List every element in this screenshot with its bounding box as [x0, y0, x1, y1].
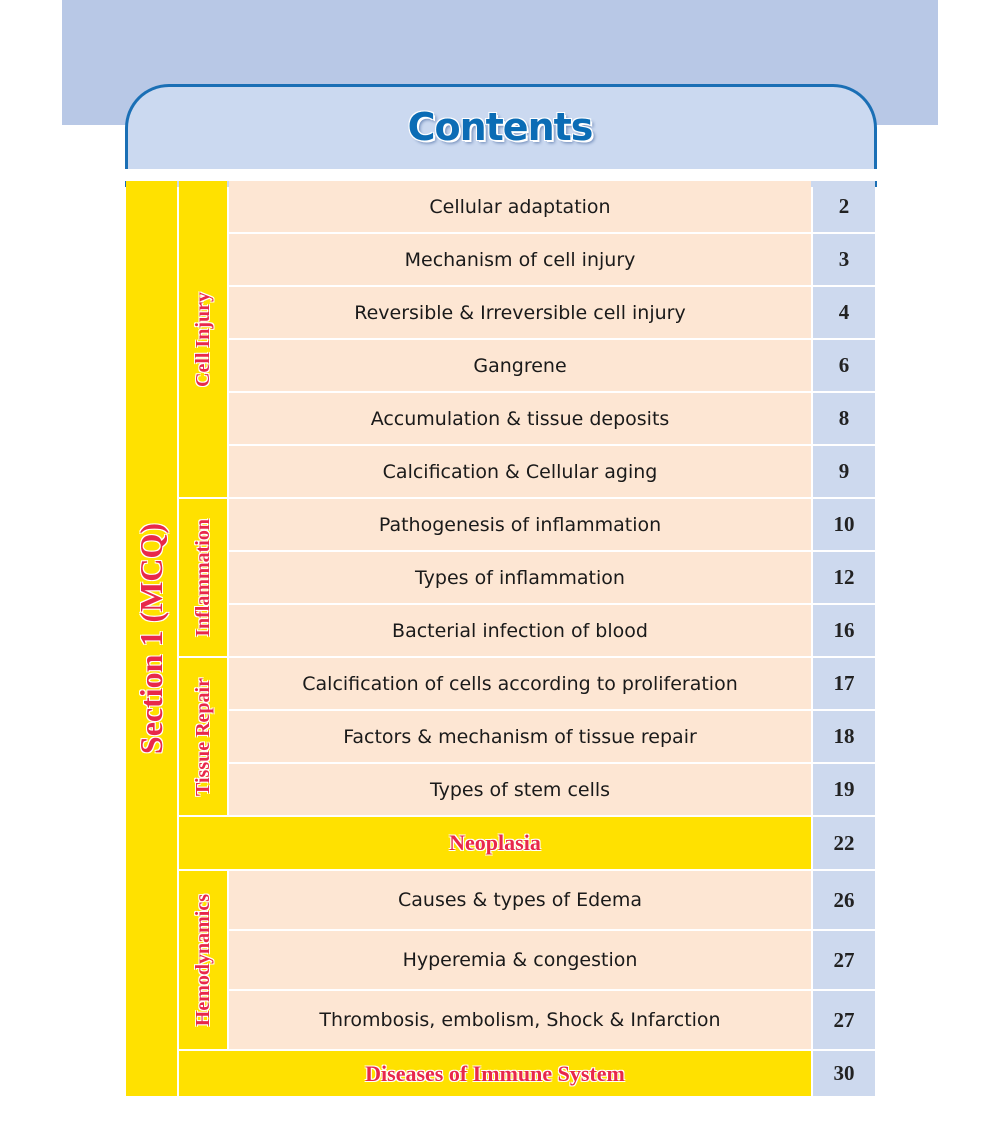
- section-heading-row-text: Neoplasia: [449, 830, 541, 855]
- page-number: 9: [813, 446, 875, 497]
- toc-entry-text: Causes & types of Edema: [398, 889, 642, 911]
- toc-entry[interactable]: Calcification & Cellular aging: [229, 446, 811, 497]
- page-number: 19: [813, 764, 875, 815]
- page-number: 16: [813, 605, 875, 656]
- toc-entry-text: Pathogenesis of inflammation: [378, 513, 662, 536]
- page-number: 10: [813, 499, 875, 550]
- page-number: 17: [813, 658, 875, 709]
- group-label-text: Hemodynamics: [191, 893, 214, 1027]
- page-number-text: 27: [833, 947, 855, 972]
- toc-entry-text: Thrombosis, embolism, Shock & Infarction: [319, 1009, 721, 1031]
- toc-entry[interactable]: Types of inflammation: [229, 552, 811, 603]
- page-number-text: 12: [833, 565, 855, 589]
- toc-entry-text: Cellular adaptation: [429, 195, 611, 218]
- section-heading-row[interactable]: Neoplasia: [179, 817, 811, 869]
- page-number-text: 16: [833, 618, 855, 642]
- page-number-text: 22: [833, 830, 855, 855]
- toc-entry-text: Types of inflammation: [415, 566, 625, 589]
- page-number: 4: [813, 287, 875, 338]
- group-label-text: Cell Injury: [191, 291, 214, 387]
- toc-entry[interactable]: Thrombosis, embolism, Shock & Infarction: [229, 991, 811, 1049]
- toc-entry-text: Calcification & Cellular aging: [382, 460, 658, 483]
- toc-entry-text: Reversible & Irreversible cell injury: [354, 301, 686, 324]
- section-heading-row[interactable]: Diseases of Immune System: [179, 1051, 811, 1096]
- page-number-text: 19: [833, 777, 855, 801]
- toc-entry[interactable]: Factors & mechanism of tissue repair: [229, 711, 811, 762]
- toc-entry-text: Mechanism of cell injury: [404, 248, 636, 271]
- page-number: 30: [813, 1051, 875, 1096]
- page-number-text: 18: [833, 724, 855, 748]
- page-number: 2: [813, 181, 875, 232]
- page-number-text: 9: [838, 459, 850, 483]
- toc-entry[interactable]: Cellular adaptation: [229, 181, 811, 232]
- page-number: 22: [813, 817, 875, 869]
- page-number-text: 6: [838, 353, 850, 377]
- toc-entry[interactable]: Bacterial infection of blood: [229, 605, 811, 656]
- toc-entry-text: Gangrene: [473, 354, 567, 377]
- page-number: 8: [813, 393, 875, 444]
- page-number: 3: [813, 234, 875, 285]
- toc-entry-text: Accumulation & tissue deposits: [370, 407, 670, 430]
- page-number-text: 27: [833, 1007, 855, 1032]
- page-number-text: 8: [838, 406, 850, 430]
- group-label-text: Inflammation: [191, 518, 214, 637]
- section-title: Section 1 (MCQ): [133, 522, 169, 755]
- toc-entry[interactable]: Causes & types of Edema: [229, 871, 811, 929]
- page-number-text: 3: [838, 247, 850, 271]
- toc-entry-text: Factors & mechanism of tissue repair: [343, 725, 697, 748]
- toc-entry[interactable]: Pathogenesis of inflammation: [229, 499, 811, 550]
- section-heading-row-text: Diseases of Immune System: [365, 1060, 625, 1086]
- group-label: Inflammation: [179, 499, 227, 656]
- toc-entry[interactable]: Gangrene: [229, 340, 811, 391]
- toc-entry[interactable]: Calcification of cells according to prol…: [229, 658, 811, 709]
- toc-entry[interactable]: Mechanism of cell injury: [229, 234, 811, 285]
- toc-entry[interactable]: Accumulation & tissue deposits: [229, 393, 811, 444]
- toc-entry[interactable]: Reversible & Irreversible cell injury: [229, 287, 811, 338]
- group-label: Cell Injury: [179, 181, 227, 497]
- toc-entry-text: Calcification of cells according to prol…: [302, 672, 738, 695]
- toc-entry[interactable]: Types of stem cells: [229, 764, 811, 815]
- page-title: Contents: [407, 105, 594, 149]
- section-label: Section 1 (MCQ): [126, 181, 177, 1096]
- toc-entry[interactable]: Hyperemia & congestion: [229, 931, 811, 989]
- page-number-text: 10: [833, 512, 855, 536]
- page-number-text: 17: [833, 671, 855, 695]
- card-divider: [120, 169, 880, 181]
- page-number: 27: [813, 991, 875, 1049]
- page-number: 6: [813, 340, 875, 391]
- page-number: 27: [813, 931, 875, 989]
- toc-entry-text: Bacterial infection of blood: [392, 619, 648, 642]
- toc-entry-text: Types of stem cells: [429, 778, 611, 801]
- group-label: Tissue Repair: [179, 658, 227, 815]
- page-number-text: 2: [838, 194, 850, 218]
- page-number: 12: [813, 552, 875, 603]
- page-number-text: 30: [833, 1061, 855, 1085]
- group-label: Hemodynamics: [179, 871, 227, 1049]
- page-number-text: 26: [833, 887, 855, 912]
- group-label-text: Tissue Repair: [191, 677, 214, 796]
- toc-entry-text: Hyperemia & congestion: [402, 949, 638, 971]
- page-number: 18: [813, 711, 875, 762]
- page-number-text: 4: [838, 300, 850, 324]
- page-number: 26: [813, 871, 875, 929]
